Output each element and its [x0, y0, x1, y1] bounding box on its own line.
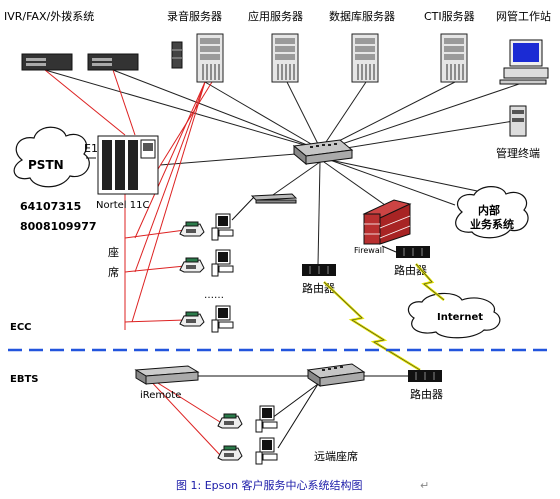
label-app-server: 应用服务器: [248, 9, 303, 23]
pstn-cloud: [13, 126, 90, 188]
agent-phone-2: [179, 257, 205, 273]
label-cti-server: CTI服务器: [424, 10, 475, 23]
agent-pc-3: [211, 305, 234, 333]
agent-phone-1: [179, 221, 205, 237]
pbx-icon: [97, 135, 159, 195]
app-server-icon: [271, 33, 299, 83]
remote-pc-2: [255, 437, 278, 465]
label-internet: Internet: [437, 312, 483, 323]
router-bottom-icon: [407, 369, 443, 383]
router-fw-icon: [395, 245, 431, 259]
ebts-switch-icon: [306, 363, 366, 387]
ebts-connections: [198, 375, 410, 449]
internet-cloud: [407, 292, 501, 339]
figure-caption: 图 1: Epson 客户服务中心系统结构图: [176, 478, 363, 492]
label-router-bottom: 路由器: [410, 387, 443, 401]
label-db-server: 数据库服务器: [329, 9, 395, 23]
db-server-icon: [351, 33, 379, 83]
wan-link-ebts-outline: [323, 281, 421, 371]
agent-phone-3: [179, 311, 205, 327]
label-seats-2: 席: [108, 265, 119, 279]
caption-return-mark: ↵: [420, 479, 429, 492]
remote-phone-2: [217, 445, 243, 461]
recording-rack-unit: [171, 41, 183, 69]
label-pbx: Nortel 11C: [96, 200, 149, 211]
label-intranet-2: 业务系统: [470, 217, 514, 231]
firewall-icon: [362, 199, 412, 245]
mgmt-terminal-icon: [509, 105, 527, 137]
label-intranet-1: 内部: [478, 203, 500, 217]
iremote-icon: [134, 365, 200, 385]
agent-switch-icon: [250, 193, 298, 204]
label-phone-1: 64107315: [20, 200, 81, 213]
recording-server-icon: [196, 33, 224, 83]
fw-router-link: [381, 245, 397, 253]
label-remote-seats: 远端座席: [314, 449, 358, 463]
label-iremote: iRemote: [140, 390, 181, 401]
ivr-server-1: [21, 53, 73, 71]
agent-pc-2: [211, 249, 234, 277]
label-ivr: IVR/FAX/外拨系统: [4, 9, 94, 23]
label-ebts: EBTS: [10, 374, 38, 385]
remote-pc-1: [255, 405, 278, 433]
central-switch-icon: [292, 139, 354, 166]
wan-link-ebts: [323, 281, 421, 372]
ivr-server-2: [87, 53, 139, 71]
agent-pc-1: [211, 213, 234, 241]
label-firewall: Firewall: [354, 246, 384, 255]
label-seat-dots: ……: [204, 290, 224, 301]
cti-server-icon: [440, 33, 468, 83]
intranet-cloud: [455, 186, 529, 239]
voice-connections: [44, 69, 221, 456]
router-mid-icon: [301, 263, 337, 277]
seat-link: [231, 196, 255, 221]
label-seats-1: 座: [108, 245, 119, 259]
label-phone-2: 8008109977: [20, 220, 97, 233]
remote-phone-1: [217, 413, 243, 429]
wan-link-internet-outline: [415, 263, 445, 301]
nms-workstation-icon: [499, 39, 549, 85]
label-nms-workstation: 网管工作站: [496, 9, 551, 23]
label-mgmt-terminal: 管理终端: [496, 146, 540, 160]
label-ecc: ECC: [10, 322, 32, 333]
label-e1: E1: [84, 142, 98, 155]
label-recording-server: 录音服务器: [167, 9, 222, 23]
label-pstn: PSTN: [28, 158, 64, 172]
